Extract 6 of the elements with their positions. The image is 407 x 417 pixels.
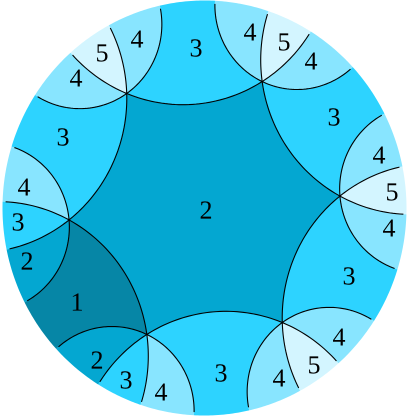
tile: 5 (340, 166, 406, 214)
tile: 4 (140, 334, 194, 416)
tile: 4 (247, 322, 300, 410)
tile: 3 (2, 202, 70, 250)
tile: 4 (214, 0, 268, 82)
tile: 4 (108, 6, 162, 94)
